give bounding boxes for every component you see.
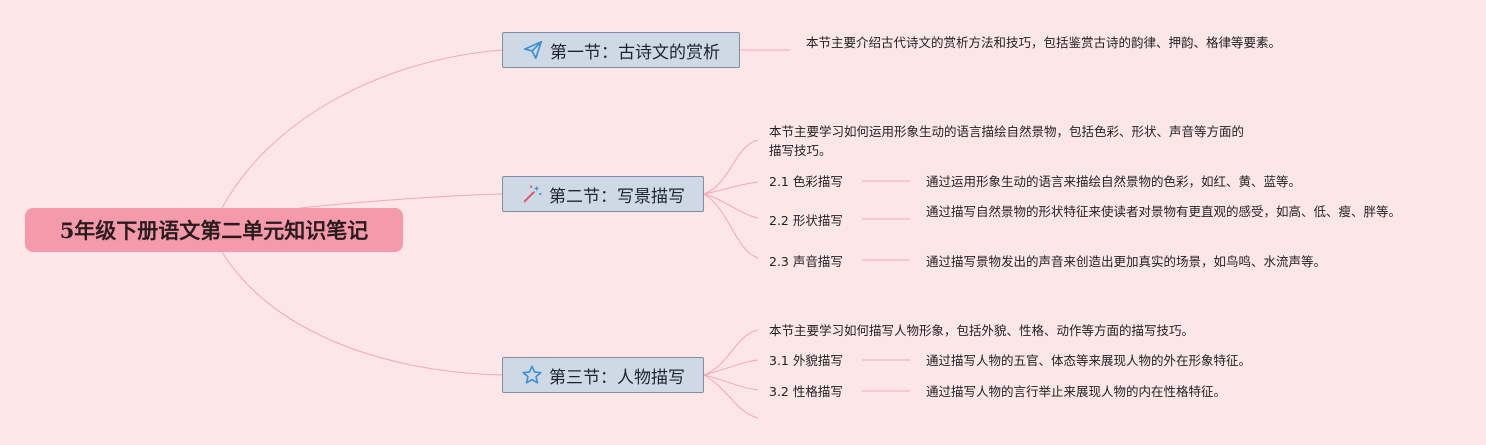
section-2-summary: 本节主要学习如何运用形象生动的语言描绘自然景物，包括色彩、形状、声音等方面的描写… <box>769 124 1245 158</box>
section-2-item-3-detail: 通过描写景物发出的声音来创造出更加真实的场景，如鸟鸣、水流声等。 <box>926 254 1327 269</box>
section-2-item-2-label[interactable]: 2.2 形状描写 <box>769 213 843 228</box>
root-topic[interactable]: 5年级下册语文第二单元知识笔记 <box>25 208 403 252</box>
section-3-title: 第三节：人物描写 <box>549 367 685 388</box>
root-title: 5年级下册语文第二单元知识笔记 <box>59 218 369 243</box>
section-3-node[interactable]: 第三节：人物描写 <box>502 357 704 393</box>
connector-s3-tail <box>703 374 759 419</box>
section-2-item-2-detail: 通过描写自然景物的形状特征来使读者对景物有更直观的感受，如高、低、瘦、胖等。 <box>926 204 1402 219</box>
star-icon <box>521 364 543 386</box>
section-3-item-2-label[interactable]: 3.2 性格描写 <box>769 384 843 399</box>
connector-s2-item-1 <box>703 181 759 195</box>
section-2-node[interactable]: 第二节：写景描写 <box>502 176 704 212</box>
section-3-summary: 本节主要学习如何描写人物形象，包括外貌、性格、动作等方面的描写技巧。 <box>769 323 1195 338</box>
section-2-item-1-detail: 通过运用形象生动的语言来描绘自然景物的色彩，如红、黄、蓝等。 <box>926 174 1302 189</box>
section-1-summary: 本节主要介绍古代诗文的赏析方法和技巧，包括鉴赏古诗的韵律、押韵、格律等要素。 <box>806 35 1282 50</box>
connector-s3-item-2 <box>703 374 759 391</box>
section-3-item-2-detail: 通过描写人物的言行举止来展现人物的内在性格特征。 <box>926 384 1227 399</box>
section-1-title: 第一节：古诗文的赏析 <box>550 42 720 63</box>
connector-root-section-3 <box>221 251 503 376</box>
magic-wand-icon <box>521 183 543 205</box>
connector-s3-item-1 <box>703 359 759 376</box>
section-2-item-3-label[interactable]: 2.3 声音描写 <box>769 254 843 269</box>
connector-s2-summary <box>703 139 759 195</box>
connector-s2-item-3 <box>703 193 759 259</box>
section-3-item-1-label[interactable]: 3.1 外貌描写 <box>769 353 843 368</box>
connector-root-section-2 <box>299 193 503 209</box>
connector-s2-item-2 <box>703 193 759 219</box>
connector-s3-summary <box>703 329 759 376</box>
paper-plane-icon <box>522 39 544 61</box>
section-2-title: 第二节：写景描写 <box>549 186 685 207</box>
section-1-node[interactable]: 第一节：古诗文的赏析 <box>502 32 740 68</box>
section-2-item-1-label[interactable]: 2.1 色彩描写 <box>769 174 843 189</box>
section-3-item-1-detail: 通过描写人物的五官、体态等来展现人物的外在形象特征。 <box>926 353 1252 368</box>
connector-root-section-1 <box>221 49 503 209</box>
